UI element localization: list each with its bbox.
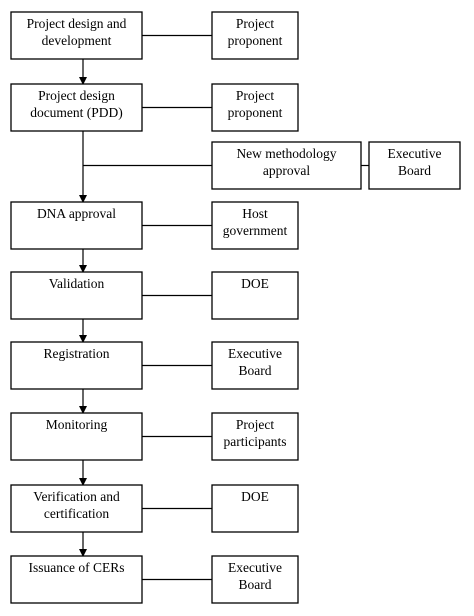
- step-verification-label-line: certification: [44, 506, 109, 521]
- actor-doe-2-label-line: DOE: [241, 489, 269, 504]
- actor-executive-board-1-rect: [368, 141, 461, 190]
- step-project-design-label-line: development: [42, 33, 112, 48]
- step-monitoring: Monitoring: [10, 412, 143, 461]
- actor-doe-1-rect: [211, 271, 299, 320]
- actor-executive-board-2-label-line: Executive: [228, 346, 282, 361]
- actor-executive-board-2-rect: [211, 341, 299, 390]
- actor-proponent-1: Project proponent: [211, 11, 299, 60]
- step-monitoring-rect: [10, 412, 143, 461]
- step-dna-approval-label-line: DNA approval: [37, 206, 116, 221]
- step-dna-approval-rect: [10, 201, 143, 250]
- step-pdd-label-line: document (PDD): [30, 105, 123, 120]
- step-project-design: Project design and development: [10, 11, 143, 60]
- actor-executive-board-2-label-line: Board: [239, 363, 272, 378]
- actor-proponent-2-rect: [211, 83, 299, 132]
- step-validation-label-line: Validation: [49, 276, 105, 291]
- step-project-design-rect: [10, 11, 143, 60]
- actor-host-government-label-line: Host: [242, 206, 268, 221]
- actor-proponent-2-label-line: proponent: [228, 105, 283, 120]
- step-pdd-label-line: Project design: [38, 88, 115, 103]
- connectors: [79, 34, 369, 581]
- actor-proponent-1-label-line: proponent: [228, 33, 283, 48]
- step-issuance-label-line: Issuance of CERs: [29, 560, 125, 575]
- actor-new-methodology-label-line: approval: [263, 163, 310, 178]
- actor-doe-2-rect: [211, 484, 299, 533]
- actor-proponent-1-rect: [211, 11, 299, 60]
- actor-doe-2: DOE: [211, 484, 299, 533]
- step-pdd-rect: [10, 83, 143, 132]
- step-validation: Validation: [10, 271, 143, 320]
- step-registration-label-line: Registration: [44, 346, 110, 361]
- step-verification-rect: [10, 484, 143, 533]
- actor-doe-1-label-line: DOE: [241, 276, 269, 291]
- step-registration: Registration: [10, 341, 143, 390]
- actor-proponent-1-label-line: Project: [236, 16, 274, 31]
- actor-executive-board-1-label-line: Board: [398, 163, 431, 178]
- actor-executive-board-3-label-line: Executive: [228, 560, 282, 575]
- actor-project-participants-label-line: Project: [236, 417, 274, 432]
- step-dna-approval: DNA approval: [10, 201, 143, 250]
- actor-project-participants: Project participants: [211, 412, 299, 461]
- actor-proponent-2: Project proponent: [211, 83, 299, 132]
- actor-doe-1: DOE: [211, 271, 299, 320]
- step-validation-rect: [10, 271, 143, 320]
- actor-project-participants-label-line: participants: [224, 434, 287, 449]
- actor-proponent-2-label-line: Project: [236, 88, 274, 103]
- actor-executive-board-3-label-line: Board: [239, 577, 272, 592]
- step-project-design-label-line: Project design and: [27, 16, 127, 31]
- actor-host-government: Host government: [211, 201, 299, 250]
- actor-executive-board-3-rect: [211, 555, 299, 604]
- step-verification-label-line: Verification and: [33, 489, 120, 504]
- actor-host-government-label-line: government: [223, 223, 288, 238]
- actor-new-methodology-label-line: New methodology: [236, 146, 336, 161]
- actor-new-methodology-rect: [211, 141, 362, 190]
- step-verification: Verification and certification: [10, 484, 143, 533]
- actor-host-government-rect: [211, 201, 299, 250]
- step-registration-rect: [10, 341, 143, 390]
- step-pdd: Project design document (PDD): [10, 83, 143, 132]
- step-issuance: Issuance of CERs: [10, 555, 143, 604]
- step-issuance-rect: [10, 555, 143, 604]
- step-monitoring-label-line: Monitoring: [46, 417, 108, 432]
- actor-project-participants-rect: [211, 412, 299, 461]
- actor-executive-board-1-label-line: Executive: [388, 146, 442, 161]
- actor-new-methodology: New methodology approval: [211, 141, 362, 190]
